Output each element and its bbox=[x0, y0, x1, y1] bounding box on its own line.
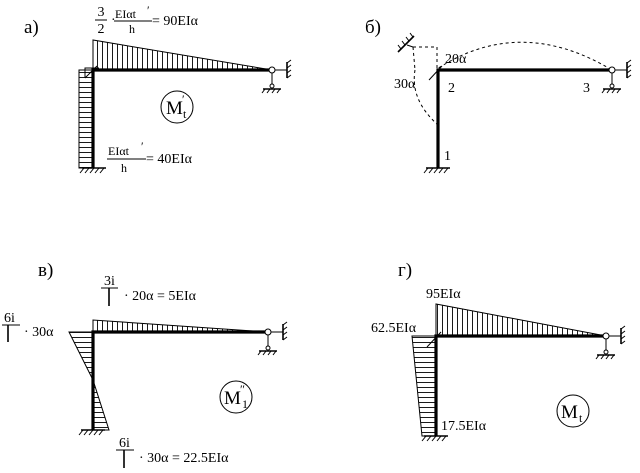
panel-b-rotated-clamp bbox=[397, 32, 415, 53]
panel-a-corner-diag bbox=[84, 65, 98, 79]
panel-a-coef-den: 2 bbox=[98, 22, 105, 37]
panel-v-left-annotation: 6i · 30α bbox=[2, 311, 54, 342]
panel-v-label: в) bbox=[38, 260, 53, 281]
panel-v-top-expr: · 20α = 5EIα bbox=[124, 289, 197, 304]
panel-a-top-frac-den: h bbox=[129, 22, 135, 36]
panel-a-fixed-support bbox=[79, 167, 106, 174]
panel-b-label: б) bbox=[365, 17, 381, 38]
panel-g-diagram-label: M t bbox=[556, 394, 590, 428]
panel-v-bottom-annotation: 6i · 30α = 22.5EIα bbox=[116, 436, 229, 468]
panel-g-beam-epure bbox=[435, 303, 607, 337]
panel-v-column-epure-bottom bbox=[92, 379, 110, 431]
panel-b-val-top: 20α bbox=[445, 52, 467, 67]
svg-text:t: t bbox=[579, 411, 583, 425]
panel-g-frame bbox=[434, 334, 606, 436]
panel-g-corner-value: 62.5EIα bbox=[371, 321, 417, 336]
panel-g-top-value: 95EIα bbox=[426, 287, 461, 302]
panel-a-top-value: = 90EIα bbox=[152, 14, 199, 29]
panel-b-deflected-column bbox=[413, 69, 439, 126]
panel-b-node-3: 3 bbox=[583, 81, 590, 96]
panel-a-diagram-label: M ′ t bbox=[160, 90, 194, 124]
panel-a-label: а) bbox=[24, 17, 39, 38]
panel-a-column-epure bbox=[78, 69, 94, 169]
panel-a-right-support bbox=[261, 59, 292, 94]
panel-a-coef-num: 3 bbox=[98, 5, 105, 20]
panel-a-bot-frac-num: EIαt bbox=[108, 144, 130, 158]
panel-a: а) bbox=[24, 3, 292, 175]
panel-g-bot-value: 17.5EIα bbox=[441, 419, 487, 434]
panel-v: в) bbox=[2, 260, 288, 468]
panel-a-top-frac-num: EIαt bbox=[115, 7, 137, 21]
panel-g-fixed-support bbox=[421, 435, 448, 442]
panel-v-fixed-support bbox=[78, 429, 105, 436]
panel-g-column-epure bbox=[411, 335, 437, 437]
panel-v-frame bbox=[91, 330, 268, 430]
panel-g-corner-mark bbox=[426, 331, 442, 348]
panel-g-right-support bbox=[595, 325, 626, 360]
svg-text:6i: 6i bbox=[119, 436, 130, 451]
panel-g: г) bbox=[371, 260, 626, 442]
panel-v-diagram-label: M ″ 1 bbox=[219, 380, 253, 414]
svg-text:M: M bbox=[166, 98, 183, 119]
panel-b-node-2: 2 bbox=[448, 81, 455, 96]
svg-text:M: M bbox=[224, 388, 241, 409]
svg-text:3i: 3i bbox=[104, 274, 115, 289]
svg-text:1: 1 bbox=[242, 397, 248, 411]
panel-v-top-annotation: 3i · 20α = 5EIα bbox=[101, 274, 197, 306]
panel-v-left-expr: · 30α bbox=[24, 325, 54, 340]
panel-b-val-left: 30α bbox=[394, 77, 416, 92]
svg-text:M: M bbox=[561, 402, 578, 423]
panel-v-beam-epure bbox=[92, 319, 269, 333]
svg-text:t: t bbox=[183, 107, 187, 121]
svg-text:6i: 6i bbox=[4, 311, 15, 326]
panel-b-fixed-support bbox=[423, 167, 450, 174]
panel-b-corner-mark bbox=[428, 65, 443, 81]
panel-a-top-annotation: 3 2 · EIαt ′ h = 90EIα bbox=[95, 3, 199, 37]
svg-text:′: ′ bbox=[182, 92, 185, 106]
svg-text:·: · bbox=[111, 13, 116, 28]
panel-b-deflected-beam bbox=[413, 41, 613, 71]
panel-a-bottom-annotation: EIαt ′ h = 40EIα bbox=[107, 139, 193, 175]
panel-v-bot-expr: · 30α = 22.5EIα bbox=[139, 451, 229, 466]
panel-a-bot-value: = 40EIα bbox=[146, 152, 193, 167]
panel-a-bot-frac-den: h bbox=[121, 161, 127, 175]
panel-b-node-1: 1 bbox=[444, 149, 451, 164]
panel-a-beam-epure bbox=[92, 39, 273, 71]
svg-text:′: ′ bbox=[147, 3, 150, 17]
svg-text:″: ″ bbox=[240, 382, 245, 396]
panel-v-column-epure-top bbox=[68, 331, 94, 381]
panel-v-right-support bbox=[257, 321, 288, 356]
panel-b: б) bbox=[365, 17, 632, 174]
panel-b-right-support bbox=[601, 59, 632, 94]
panel-g-label: г) bbox=[398, 260, 412, 281]
svg-text:′: ′ bbox=[141, 139, 144, 153]
